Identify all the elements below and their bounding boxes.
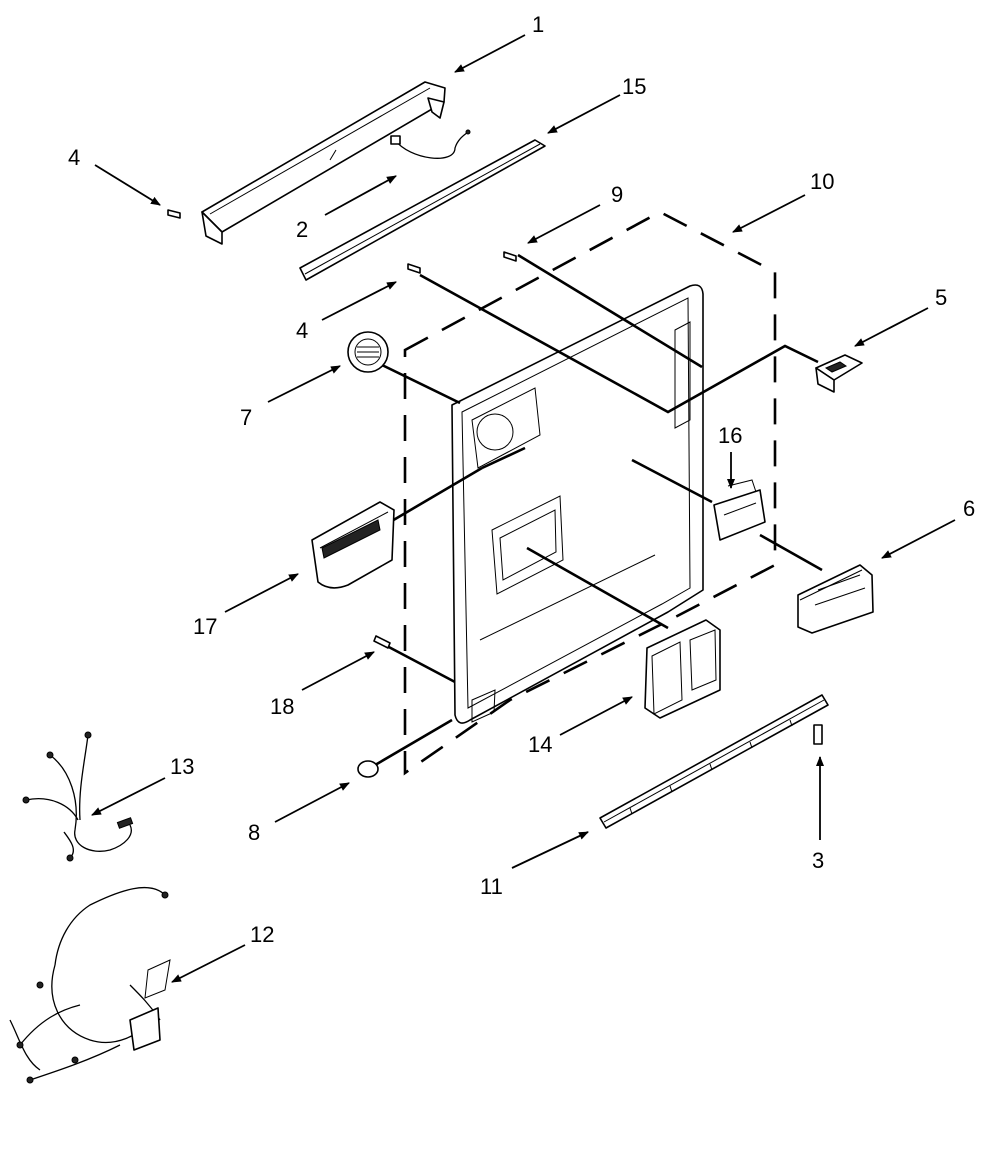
callout-18: 18 [270, 694, 294, 719]
callout-16: 16 [718, 423, 742, 448]
callout-15: 15 [622, 74, 646, 99]
callout-8: 8 [248, 820, 260, 845]
wire-harness-small [22, 731, 134, 862]
bottom-strip [599, 694, 829, 829]
callout-arrows [91, 34, 956, 983]
latch [815, 354, 863, 393]
callout-10: 10 [810, 169, 834, 194]
callout-11: 11 [480, 874, 503, 899]
round-vent [347, 331, 389, 373]
wire-harness-main [9, 887, 171, 1084]
callout-2: 2 [296, 217, 308, 242]
switch-bracket [713, 479, 766, 541]
dispenser [311, 501, 395, 589]
top-console-bar [201, 81, 446, 245]
callout-4: 4 [68, 145, 80, 170]
callout-12: 12 [250, 922, 274, 947]
callout-13: 13 [170, 754, 194, 779]
callout-labels: 1 15 4 2 9 10 4 5 7 16 6 17 18 14 13 8 3… [68, 12, 975, 947]
callout-1: 1 [532, 12, 544, 37]
callout-3: 3 [812, 848, 824, 873]
control-module [797, 564, 874, 634]
callout-17: 17 [193, 614, 217, 639]
leader-lines [369, 253, 823, 770]
callout-4: 4 [296, 318, 308, 343]
screw-parts [167, 209, 823, 778]
callout-9: 9 [611, 182, 623, 207]
callout-5: 5 [935, 285, 947, 310]
small-wire [390, 129, 471, 159]
callout-6: 6 [963, 496, 975, 521]
main-control [644, 619, 721, 719]
callout-14: 14 [528, 732, 552, 757]
vent-strip [299, 139, 546, 281]
assembly-outline [403, 210, 777, 776]
callout-7: 7 [240, 405, 252, 430]
